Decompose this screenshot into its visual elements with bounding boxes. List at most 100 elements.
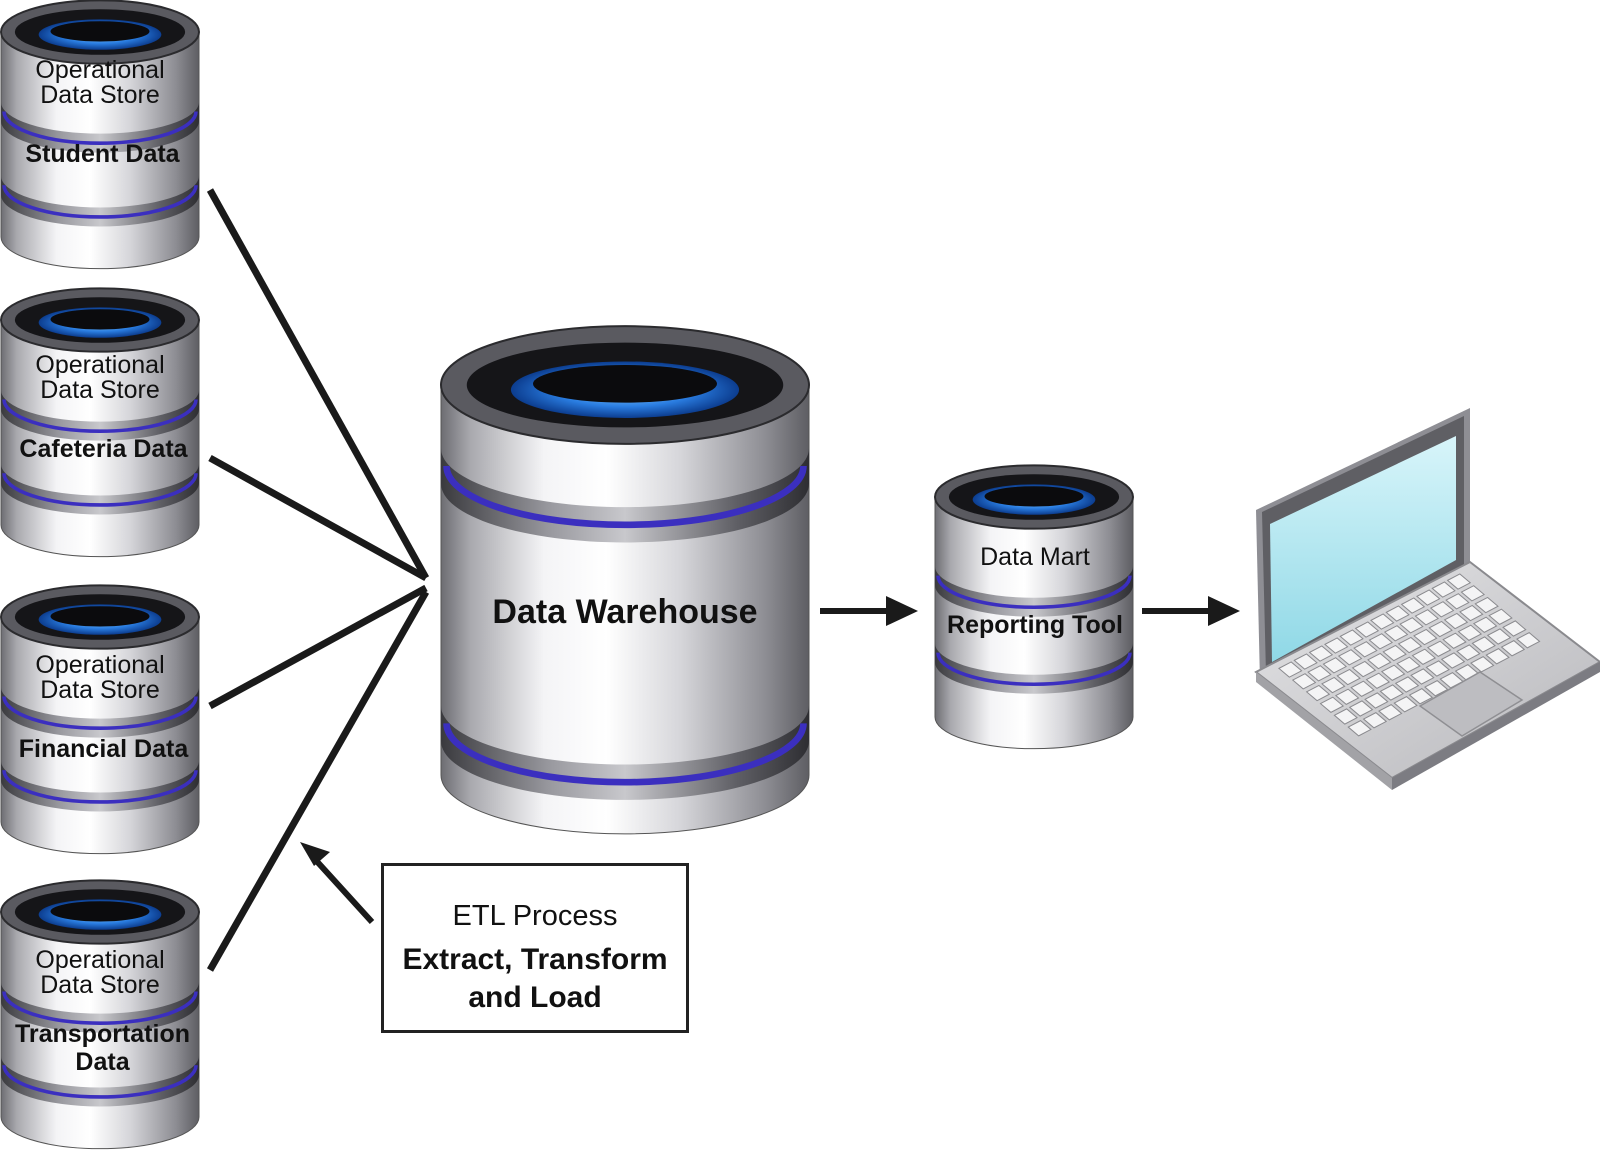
- keyboard-key: [1380, 664, 1406, 681]
- data-mart-label: Data Mart: [980, 543, 1090, 571]
- etl-title: ETL Process: [452, 900, 618, 932]
- source-financial-data-label: Financial Data: [18, 735, 189, 763]
- database-cylinder-icon: [0, 0, 200, 270]
- database-cylinder-icon: [440, 325, 810, 835]
- keyboard-key: [1347, 720, 1372, 737]
- keyboard-key: [1337, 649, 1363, 666]
- database-cylinder-icon: [0, 879, 200, 1150]
- laptop-icon: [1254, 408, 1600, 790]
- keyboard-key: [1500, 640, 1526, 657]
- keyboard-key: [1486, 628, 1512, 645]
- keyboard-key: [1278, 661, 1303, 678]
- keyboard-key: [1308, 645, 1334, 662]
- database-cylinder-icon: [934, 464, 1134, 750]
- keyboard-key: [1426, 640, 1452, 657]
- keyboard-key: [1408, 688, 1434, 705]
- keyboard-key: [1350, 680, 1375, 697]
- keyboard-key: [1333, 708, 1358, 725]
- keyboard-key: [1471, 636, 1496, 653]
- reporting-tool-label: Reporting Tool: [947, 611, 1123, 639]
- keyboard-key: [1459, 604, 1484, 622]
- keyboard-key: [1353, 641, 1378, 658]
- keyboard-key: [1472, 616, 1498, 633]
- keyboard-key: [1416, 589, 1441, 606]
- keyboard-key: [1457, 624, 1483, 641]
- source-financial-store-label: Operational Data Store: [35, 651, 165, 704]
- keyboard-key: [1516, 632, 1541, 649]
- keyboard-key: [1399, 617, 1424, 634]
- keyboard-key: [1291, 673, 1317, 690]
- keyboard-key: [1394, 676, 1420, 693]
- etl-pointer-shaft: [309, 853, 375, 925]
- keyboard-key: [1370, 613, 1395, 630]
- etl-line1: Extract, Transform: [402, 943, 668, 976]
- keyboard-key: [1424, 680, 1449, 697]
- keyboard-key: [1460, 585, 1486, 602]
- keyboard-key: [1470, 656, 1495, 673]
- keyboard-key: [1425, 660, 1450, 677]
- keyboard-key: [1474, 596, 1499, 614]
- keyboard-key: [1379, 684, 1404, 701]
- keyboard-key: [1364, 692, 1389, 709]
- database-cylinders: [0, 0, 1134, 1150]
- keyboard-key: [1383, 625, 1409, 642]
- keyboard-key: [1334, 688, 1360, 705]
- keyboard-key: [1456, 644, 1481, 661]
- keyboard-key: [1393, 696, 1418, 713]
- source-transportation-data-label: Transportation Data: [14, 1020, 190, 1076]
- keyboard-key: [1368, 633, 1394, 650]
- arrow-right-icon: [1208, 596, 1240, 626]
- keyboard-key: [1336, 668, 1361, 686]
- keyboard-key: [1348, 700, 1374, 717]
- keyboard-key: [1445, 593, 1470, 610]
- source-student-store-label: Operational Data Store: [35, 56, 165, 109]
- flow-arrows: [820, 596, 1240, 626]
- keyboard-key: [1365, 672, 1391, 689]
- keyboard-key: [1431, 581, 1456, 598]
- keyboard-key: [1502, 620, 1527, 637]
- keyboard-key: [1396, 656, 1421, 673]
- keyboard-key: [1385, 605, 1410, 622]
- keyboard-key: [1414, 609, 1440, 626]
- keyboard-key: [1378, 704, 1403, 721]
- touchpad: [1418, 671, 1524, 737]
- keyboard-key: [1400, 597, 1426, 614]
- source-cafeteria-store-label: Operational Data Store: [35, 351, 165, 404]
- database-cylinder-icon: [0, 584, 200, 855]
- keyboard-key: [1442, 632, 1467, 649]
- keyboard-key: [1485, 648, 1510, 665]
- keyboard-key: [1324, 637, 1349, 654]
- keyboard-key: [1413, 628, 1438, 646]
- keyboard-key: [1321, 676, 1346, 694]
- etl-line2: and Load: [468, 980, 602, 1014]
- source-student-data-label: Student Data: [25, 140, 180, 168]
- data-warehouse-label: Data Warehouse: [492, 593, 758, 631]
- keyboard-key: [1362, 712, 1388, 729]
- etl-process-box: ETL Process Extract, Transform and Load: [381, 863, 689, 1033]
- connector-transportation: [206, 590, 430, 972]
- keyboard-key: [1339, 629, 1364, 646]
- keyboard-key: [1443, 612, 1469, 630]
- keyboard-key: [1488, 608, 1513, 625]
- keyboard-key: [1429, 601, 1455, 618]
- keyboard-key: [1367, 652, 1392, 670]
- keyboard-key: [1410, 668, 1435, 685]
- connector-financial: [208, 584, 428, 710]
- keyboard-key: [1411, 648, 1437, 665]
- keyboard-key: [1382, 644, 1407, 662]
- keyboard-key: [1351, 660, 1377, 678]
- connector-cafeteria: [208, 454, 428, 582]
- source-transportation-store-label: Operational Data Store: [35, 946, 165, 999]
- keyboard-key: [1322, 657, 1348, 674]
- keyboard-key: [1428, 620, 1453, 638]
- keyboard-key: [1307, 665, 1332, 682]
- keyboard-key: [1293, 653, 1318, 670]
- source-cafeteria-data-label: Cafeteria Data: [19, 435, 188, 463]
- keyboard-key: [1440, 652, 1466, 669]
- keyboard-key: [1446, 573, 1472, 590]
- arrow-right-icon: [886, 596, 918, 626]
- keyboard-key: [1319, 696, 1345, 713]
- keyboard-key: [1397, 636, 1423, 654]
- etl-pointer-arrowhead: [300, 842, 330, 866]
